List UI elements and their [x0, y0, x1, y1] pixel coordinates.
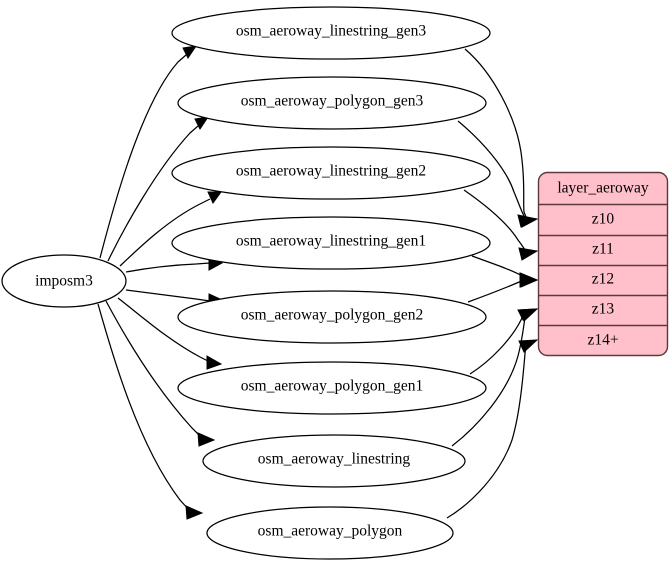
osm_aeroway_polygon_gen2-label: osm_aeroway_polygon_gen2 — [241, 307, 424, 324]
node-osm_aeroway_polygon_gen2[interactable]: osm_aeroway_polygon_gen2 — [177, 290, 487, 344]
imposm3-label: imposm3 — [35, 273, 93, 290]
layer_aeroway-row-z11-label[interactable]: z11 — [592, 241, 614, 258]
node-imposm3[interactable]: imposm3 — [1, 254, 127, 308]
osm_aeroway_linestring_gen2-label: osm_aeroway_linestring_gen2 — [236, 163, 426, 180]
edge-linestring-z13 — [451, 308, 539, 447]
osm_aeroway_polygon_gen3-label: osm_aeroway_polygon_gen3 — [241, 93, 424, 110]
edge-polygon_gen3-z10 — [457, 120, 538, 228]
osm_aeroway_linestring-label: osm_aeroway_linestring — [258, 451, 411, 468]
osm_aeroway_linestring-ellipse[interactable] — [202, 434, 466, 488]
osm_aeroway_polygon_gen3-ellipse[interactable] — [177, 76, 487, 130]
edge-imposm3-polygon_gen1 — [117, 297, 223, 370]
edge-imposm3-linestring_gen3 — [99, 45, 198, 259]
osm_aeroway_polygon_gen1-ellipse[interactable] — [177, 361, 487, 415]
layer_aeroway-row-z10-label[interactable]: z10 — [592, 211, 615, 228]
osm_aeroway_linestring_gen1-ellipse[interactable] — [171, 216, 491, 270]
osm_aeroway_polygon-label: osm_aeroway_polygon — [258, 523, 403, 540]
edge-imposm3-polygon — [97, 303, 204, 520]
osm_aeroway_polygon_gen2-ellipse[interactable] — [177, 290, 487, 344]
node-osm_aeroway_polygon_gen1[interactable]: osm_aeroway_polygon_gen1 — [177, 361, 487, 415]
osm_aeroway_linestring_gen2-ellipse[interactable] — [171, 146, 491, 200]
edge-linestring_gen2-z11 — [463, 189, 539, 261]
layer_aeroway-row-z13-label[interactable]: z13 — [592, 301, 615, 318]
osm_aeroway_linestring_gen1-label: osm_aeroway_linestring_gen1 — [236, 233, 426, 250]
edge-polygon_gen2-z12 — [467, 272, 539, 303]
node-osm_aeroway_polygon_gen3[interactable]: osm_aeroway_polygon_gen3 — [177, 76, 487, 130]
node-osm_aeroway_polygon[interactable]: osm_aeroway_polygon — [206, 506, 454, 560]
node-layer_aeroway[interactable]: layer_aeroway z10 z11 z12 z13 z14+ — [537, 171, 669, 357]
imposm3-ellipse[interactable] — [1, 254, 127, 308]
edge-imposm3-polygon_gen3 — [107, 116, 210, 262]
edge-polygon-z14 — [446, 339, 539, 519]
osm_aeroway_polygon-ellipse[interactable] — [206, 506, 454, 560]
layer_aeroway-row-z14-label[interactable]: z14+ — [587, 332, 618, 349]
osm_aeroway_polygon_gen1-label: osm_aeroway_polygon_gen1 — [241, 378, 424, 395]
layer_aeroway-row-z12-label[interactable]: z12 — [592, 271, 614, 288]
layer_aeroway-box[interactable] — [537, 171, 669, 357]
osm_aeroway_linestring_gen3-ellipse[interactable] — [171, 6, 491, 60]
node-osm_aeroway_linestring[interactable]: osm_aeroway_linestring — [202, 434, 466, 488]
edge-imposm3-linestring — [105, 300, 216, 447]
osm_aeroway_linestring_gen3-label: osm_aeroway_linestring_gen3 — [236, 23, 427, 40]
layer_aeroway-header-label: layer_aeroway — [557, 180, 648, 197]
node-osm_aeroway_linestring_gen1[interactable]: osm_aeroway_linestring_gen1 — [171, 216, 491, 270]
edge-imposm3-linestring_gen2 — [119, 191, 222, 267]
edge-group-tables-to-layer — [446, 48, 539, 519]
node-osm_aeroway_linestring_gen3[interactable]: osm_aeroway_linestring_gen3 — [171, 6, 491, 60]
node-osm_aeroway_linestring_gen2[interactable]: osm_aeroway_linestring_gen2 — [171, 146, 491, 200]
